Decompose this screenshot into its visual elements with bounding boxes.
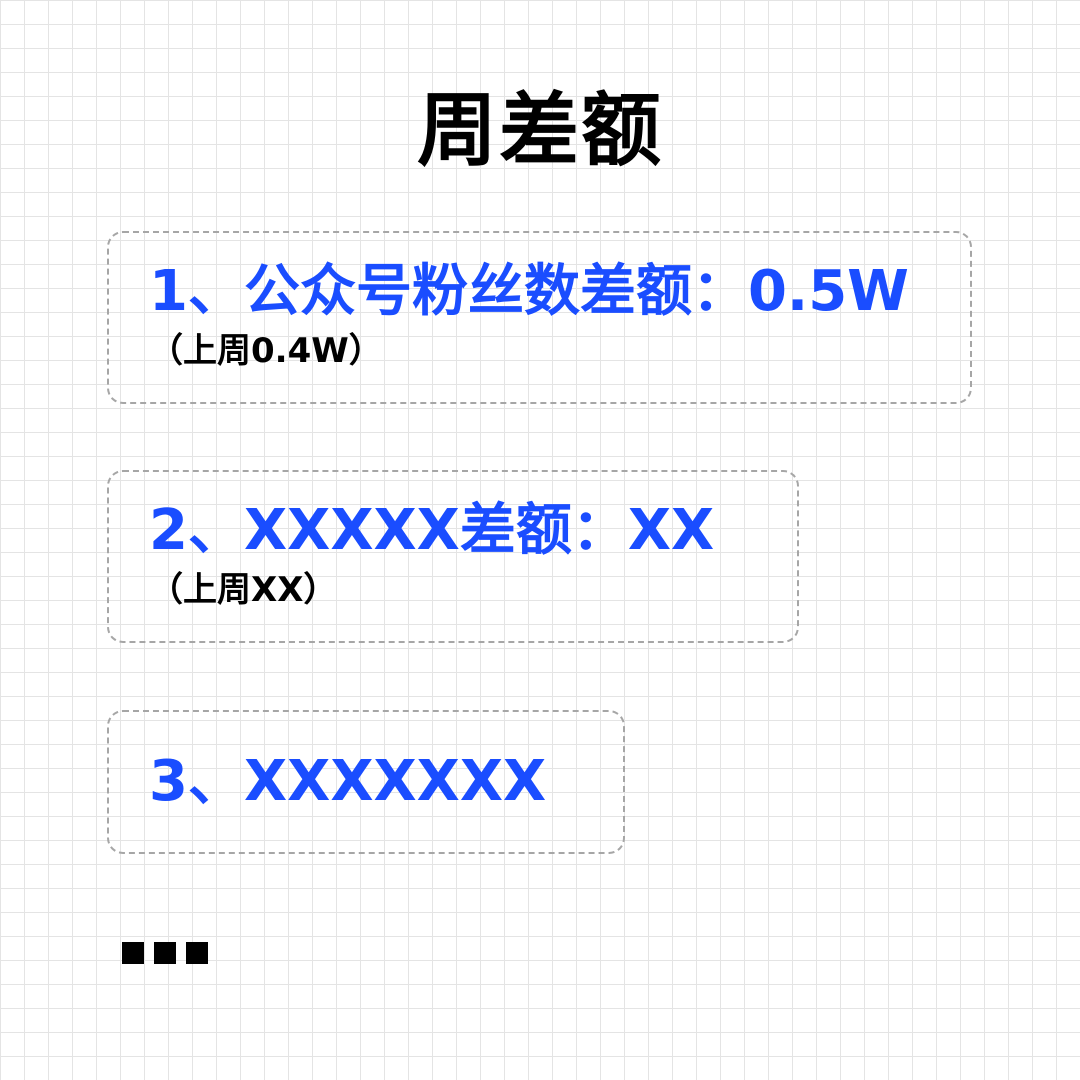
item-3-main-text: 3、XXXXXXX xyxy=(149,749,547,814)
item-card-1: 1、公众号粉丝数差额：0.5W （上周0.4W） xyxy=(107,231,972,404)
item-1-sub-text: （上周0.4W） xyxy=(149,331,383,371)
item-card-2: 2、XXXXX差额：XX （上周XX） xyxy=(107,470,799,643)
item-1-main-text: 1、公众号粉丝数差额：0.5W xyxy=(149,259,909,324)
page-title: 周差额 xyxy=(417,84,663,177)
ellipsis-icon xyxy=(122,942,208,964)
item-2-main-text: 2、XXXXX差额：XX xyxy=(149,498,715,563)
item-card-3: 3、XXXXXXX xyxy=(107,710,625,854)
ellipsis-dot xyxy=(154,942,176,964)
item-2-sub-text: （上周XX） xyxy=(149,570,338,610)
ellipsis-dot xyxy=(186,942,208,964)
ellipsis-dot xyxy=(122,942,144,964)
